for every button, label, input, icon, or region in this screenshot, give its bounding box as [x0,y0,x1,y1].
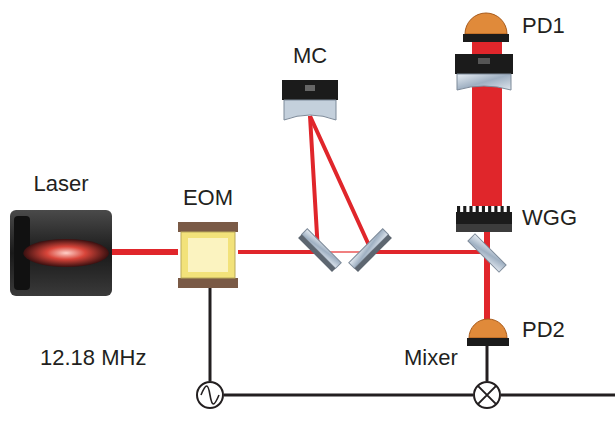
grating-tooth [494,206,497,216]
laser-glow [23,239,109,267]
component-label: PD1 [522,14,565,38]
mixer-shape [473,381,501,409]
mixer: Mixer [473,381,501,409]
component-label: Laser [33,172,88,196]
component-label: MC [293,44,327,68]
eom-crystal: EOM [178,222,238,288]
mount-slot [305,85,315,91]
mixer-output-wire [501,394,615,397]
mirror-glass [284,100,336,120]
component-label: PD2 [522,318,565,342]
photodetector: PD2 [467,316,509,346]
output-mirror [455,54,513,90]
detector-base [467,338,509,346]
mixer-cross [478,386,496,404]
component-label: Mixer [404,346,458,370]
grating-tooth [507,206,510,216]
signal-wire [224,394,473,397]
beam-splitter [468,234,506,272]
photodetector: PD1 [463,8,509,42]
grating-base [456,224,512,232]
photodetector-shape [467,316,509,346]
laser-beam [112,249,178,255]
grating-tooth [463,206,466,216]
grating-tooth [469,206,472,216]
grating-tooth [482,206,485,216]
mode-cleaner-mirror: MC [282,80,338,120]
eom-crystal-shape [178,222,238,288]
sine-symbol [201,386,219,404]
detector-dome [469,319,507,338]
grating-tooth [457,206,460,216]
grating-tooth [488,206,491,216]
waveguide-grating-shape [456,206,512,232]
waveguide-grating: WGG [456,206,512,232]
signal-wire [209,288,212,381]
laser-shape [10,210,112,296]
mode-cleaner-mirror-shape [282,80,338,120]
flat-mirror [349,229,392,272]
grating-tooth [501,206,504,216]
component-label: WGG [522,206,577,230]
laser: Laser [10,210,112,296]
oscillator: 12.18 MHz [196,381,224,409]
flat-mirror [298,229,341,272]
electrode [178,222,238,232]
signal-wire [486,346,489,381]
component-label: EOM [183,186,233,210]
oscillator-shape [196,381,224,409]
electrode [178,278,238,288]
component-label: 12.18 MHz [40,346,146,370]
laser-body [10,210,112,296]
mixer-circle [474,382,500,408]
grating-tooth [476,206,479,216]
crystal-highlight [188,238,228,272]
mirror-mount [282,80,338,100]
photodetector-shape [463,8,509,42]
detector-base [463,34,509,42]
crystal [181,232,235,278]
oscillator-circle [197,382,223,408]
detector-dome [465,13,507,34]
